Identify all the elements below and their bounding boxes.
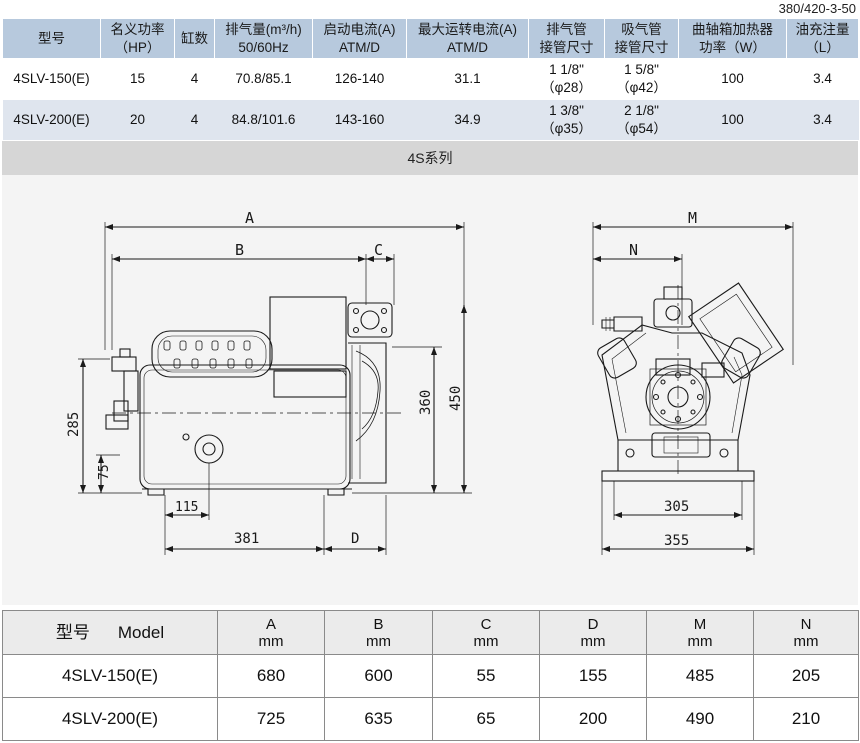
compressor-drawing: A B C [66,209,794,555]
cell-suction: 2 1/8"（φ54） [604,99,679,141]
cell-model: 4SLV-200(E) [2,99,101,141]
cell-disp: 70.8/85.1 [214,58,313,100]
label-B: B [235,241,244,259]
table-row: 4SLV-200(E) 20 4 84.8/101.6 143-160 34.9… [2,99,859,141]
header-displacement: 排气量(m³/h)50/60Hz [214,18,313,59]
cell-heater: 100 [678,99,787,141]
label-N: N [629,241,638,259]
cell-hp: 15 [100,58,175,100]
label-305: 305 [664,499,689,515]
series-title: 4S系列 [2,141,858,175]
cell-d: 200 [539,697,647,741]
label-A: A [245,209,254,227]
label-75: 75 [97,464,112,480]
cell-c: 55 [432,654,540,698]
cell-suction: 1 5/8"（φ42） [604,58,679,100]
label-C: C [374,241,383,259]
header-suction: 吸气管接管尺寸 [604,18,679,59]
header-discharge: 排气管接管尺寸 [528,18,605,59]
cell-cyl: 4 [174,58,215,100]
page-code: 380/420-3-50 [778,1,856,16]
cell-start: 126-140 [312,58,407,100]
cell-cyl: 4 [174,99,215,141]
technical-drawing: A B C [2,175,858,605]
cell-n: 205 [753,654,859,698]
cell-oil: 3.4 [786,58,859,100]
header-model: 型号 [2,18,101,59]
cell-b: 600 [324,654,433,698]
cell-c: 65 [432,697,540,741]
label-355: 355 [664,533,689,549]
table-row: 4SLV-200(E) 725 635 65 200 490 210 [2,697,859,741]
cell-a: 680 [217,654,325,698]
label-115: 115 [175,500,198,515]
cell-start: 143-160 [312,99,407,141]
header-cylinders: 缸数 [174,18,215,59]
table-row: 4SLV-150(E) 15 4 70.8/85.1 126-140 31.1 … [2,58,859,100]
header-hp: 名义功率（HP） [100,18,175,59]
label-450: 450 [448,386,464,411]
front-view: M N [592,209,794,555]
label-381: 381 [234,531,259,547]
cell-m: 485 [646,654,754,698]
cell-model: 4SLV-200(E) [2,697,218,741]
cell-discharge: 1 1/8"（φ28） [528,58,605,100]
spec-table: 型号 名义功率（HP） 缸数 排气量(m³/h)50/60Hz 启动电流(A)A… [2,18,859,141]
side-view: A B C [66,209,472,555]
cell-discharge: 1 3/8"（φ35） [528,99,605,141]
header-oil: 油充注量（L） [786,18,859,59]
label-M: M [688,209,697,227]
cell-model: 4SLV-150(E) [2,654,218,698]
cell-oil: 3.4 [786,99,859,141]
cell-heater: 100 [678,58,787,100]
cell-m: 490 [646,697,754,741]
header-heater: 曲轴箱加热器功率（W） [678,18,787,59]
cell-maxrun: 31.1 [406,58,529,100]
cell-n: 210 [753,697,859,741]
table-row: 4SLV-150(E) 680 600 55 155 485 205 [2,654,859,698]
header-max-current: 最大运转电流(A)ATM/D [406,18,529,59]
cell-d: 155 [539,654,647,698]
header-start-current: 启动电流(A)ATM/D [312,18,407,59]
cell-disp: 84.8/101.6 [214,99,313,141]
cell-hp: 20 [100,99,175,141]
cell-a: 725 [217,697,325,741]
label-285: 285 [66,412,82,437]
label-360: 360 [418,390,434,415]
cell-b: 635 [324,697,433,741]
label-D: D [351,531,359,547]
cell-maxrun: 34.9 [406,99,529,141]
cell-model: 4SLV-150(E) [2,58,101,100]
